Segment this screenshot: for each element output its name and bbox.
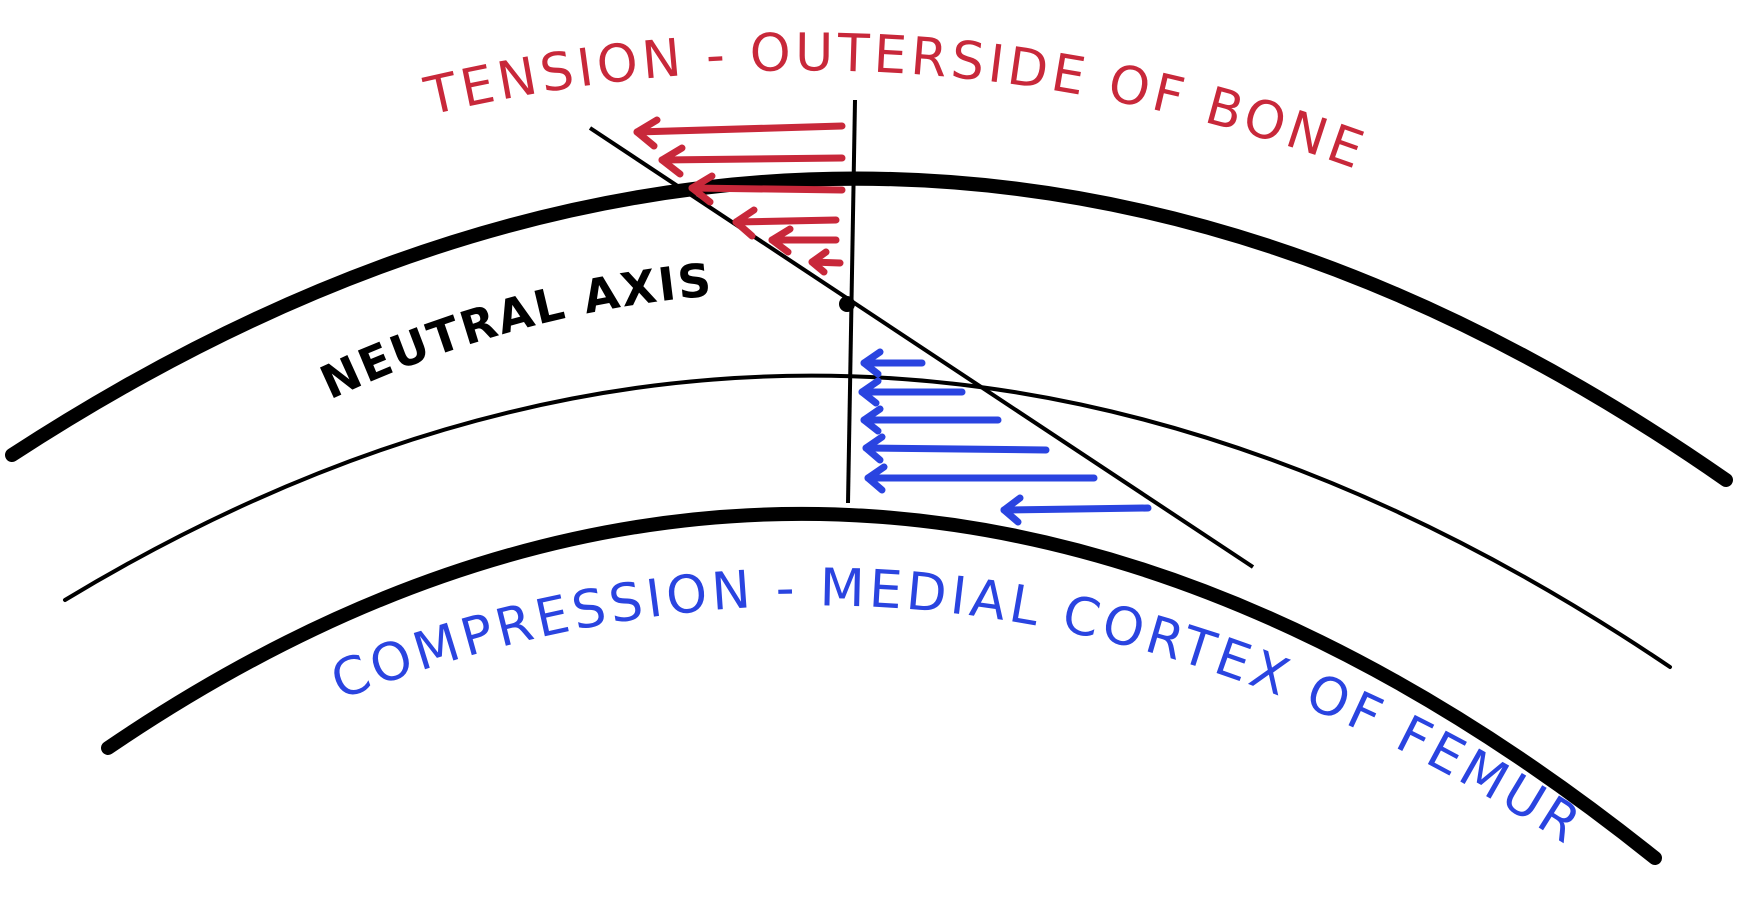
tension-arrow [808,248,844,276]
tension-label: TENSION - OUTERSIDE OF BONE [419,23,1375,182]
stress-distribution-line [588,126,1255,569]
compression-arrow [860,405,1002,435]
compression-arrow [862,433,1050,464]
compression-arrow [860,348,926,378]
tension-arrow [732,206,840,240]
medial-cortex-curve [101,506,1662,865]
tension-arrow [633,116,846,150]
compression-label: COMPRESSION - MEDIAL CORTEX OF FEMUR [323,558,1593,857]
compression-arrow [858,377,966,407]
compression-arrow [1000,494,1152,526]
compression-arrows [858,348,1152,526]
tension-arrow [768,225,840,256]
neutral-axis-curve [63,373,1672,669]
compression-arrow [864,463,1098,494]
tension-arrow [688,172,846,206]
tension-arrow [658,144,846,178]
neutral-point [839,296,855,312]
outer-cortex-curve [5,171,1733,487]
tension-arrows [633,116,846,276]
